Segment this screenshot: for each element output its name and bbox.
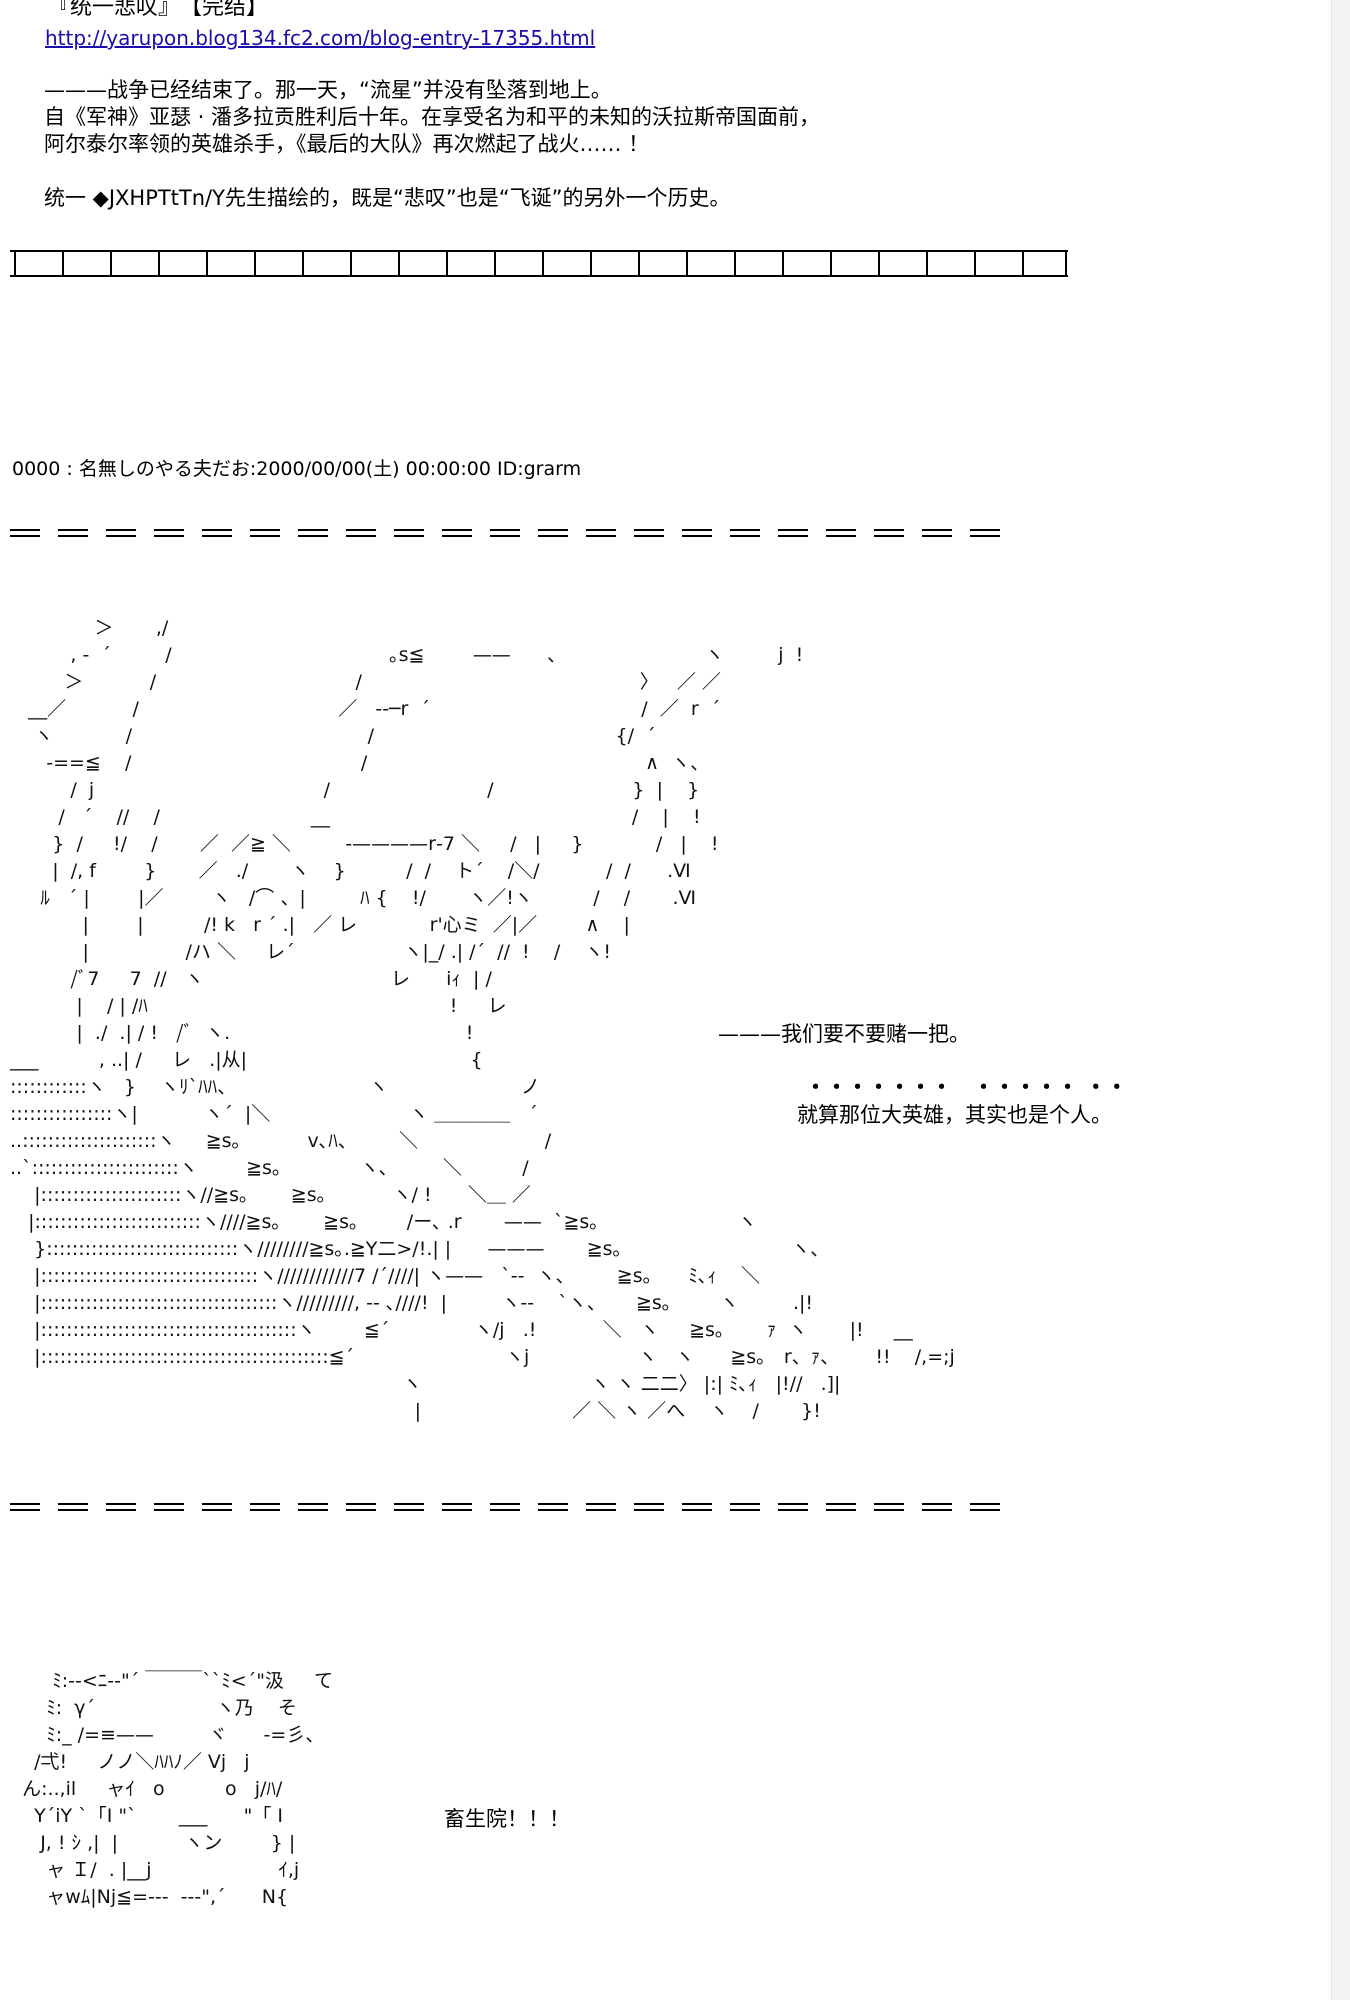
intro-line-3: 阿尔泰尔率领的英雄杀手，《最后的大队》再次燃起了战火…… ！	[44, 132, 650, 156]
source-link[interactable]: http://yarupon.blog134.fc2.com/blog-entr…	[45, 26, 596, 50]
dialogue-ellipsis: ・・・・・・・ ・・・・・ ・・	[805, 1075, 1128, 1099]
intro-line-2: 自《军神》亚瑟 · 潘多拉贡胜利后十年。在享受名为和平的未知的沃拉斯帝国面前，	[44, 105, 821, 129]
dialogue-line-2: 就算那位大英雄，其实也是个人。	[797, 1103, 1112, 1127]
page-title: 『统一悲叹』 【完结】	[48, 0, 269, 20]
dialogue-line-1: ———我们要不要赌一把。	[718, 1022, 970, 1046]
intro-line-4: 统一 ◆JXHPTtTn/Y先生描绘的，既是“悲叹”也是“飞诞”的另外一个历史。	[44, 186, 731, 210]
intro-line-1: ———战争已经结束了。那一天，“流星”并没有坠落到地上。	[44, 78, 612, 102]
ascii-art-scene-2: ﾐ:‐‐<ﾆ‐‐"´ ￣￣￣``ﾐ<´"汲 て ﾐ: γ´ ヽ乃 そ ﾐ:_ /…	[22, 1670, 334, 1908]
dashed-divider-bottom	[10, 1503, 1003, 1511]
ladder-divider	[10, 250, 1068, 277]
post-header: 0000 : 名無しのやる夫だお:2000/00/00(土) 00:00:00 …	[12, 458, 582, 480]
dashed-divider-top	[10, 529, 1003, 537]
vertical-scrollbar[interactable]	[1331, 0, 1350, 2000]
dialogue-shout: 畜生院！！！	[444, 1807, 570, 1831]
ascii-art-scene-1: ＞ ,/ , - ´ / ｡s≦ —— 、 ヽ j ! ＞ / /	[10, 617, 955, 1422]
